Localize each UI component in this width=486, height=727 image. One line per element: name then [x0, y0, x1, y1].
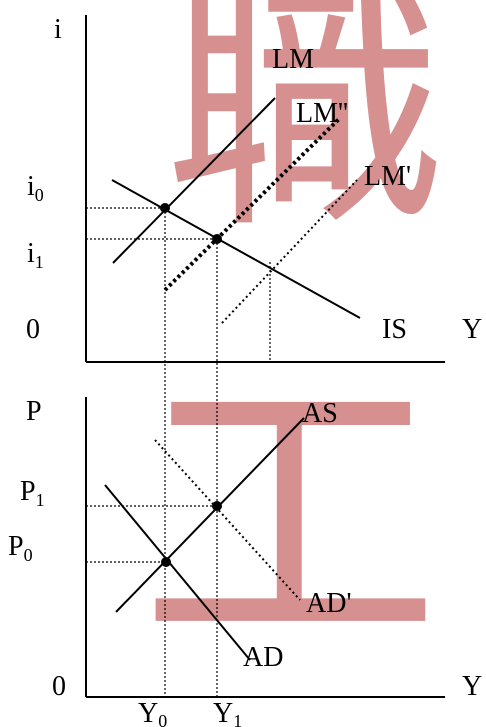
p1-label: P1	[20, 476, 45, 510]
as-curve	[115, 417, 305, 613]
p0-label: P0	[8, 531, 33, 565]
is-lm-origin-label: 0	[26, 314, 40, 345]
is-lm-panel: i Y 0 i0 i1 LM LM'' LM' IS	[26, 14, 482, 363]
as-label: AS	[302, 398, 338, 429]
ad-prime-label: AD'	[306, 588, 352, 619]
lm-curve	[112, 97, 276, 264]
equilibrium-point-p1	[212, 501, 222, 511]
ad-as-x-axis-label: Y	[462, 671, 482, 702]
ad-as-panel: P Y 0 P1 P0 AS AD' AD Y0 Y1	[8, 396, 482, 727]
ad-label: AD	[243, 642, 283, 673]
lm-double-prime-label: LM''	[296, 98, 348, 129]
i1-label: i1	[27, 238, 44, 272]
y0-label: Y0	[138, 698, 167, 727]
is-lm-y-axis-label: i	[54, 14, 62, 45]
watermark-bottom-char: 工	[140, 342, 440, 691]
lm-double-prime-curve	[163, 116, 342, 292]
ad-prime-curve	[154, 439, 301, 601]
equilibrium-point-p0	[161, 557, 171, 567]
watermark-top-char: 職	[165, 0, 445, 267]
lm-prime-label: LM'	[364, 161, 411, 192]
ad-curve	[104, 484, 251, 661]
is-curve	[111, 179, 361, 319]
is-label: IS	[382, 314, 407, 345]
is-lm-x-axis-label: Y	[462, 314, 482, 345]
i0-label: i0	[27, 171, 44, 205]
y1-label: Y1	[213, 698, 242, 727]
lm-label: LM	[272, 44, 314, 75]
ad-as-origin-label: 0	[52, 671, 66, 702]
ad-as-y-axis-label: P	[26, 396, 42, 427]
